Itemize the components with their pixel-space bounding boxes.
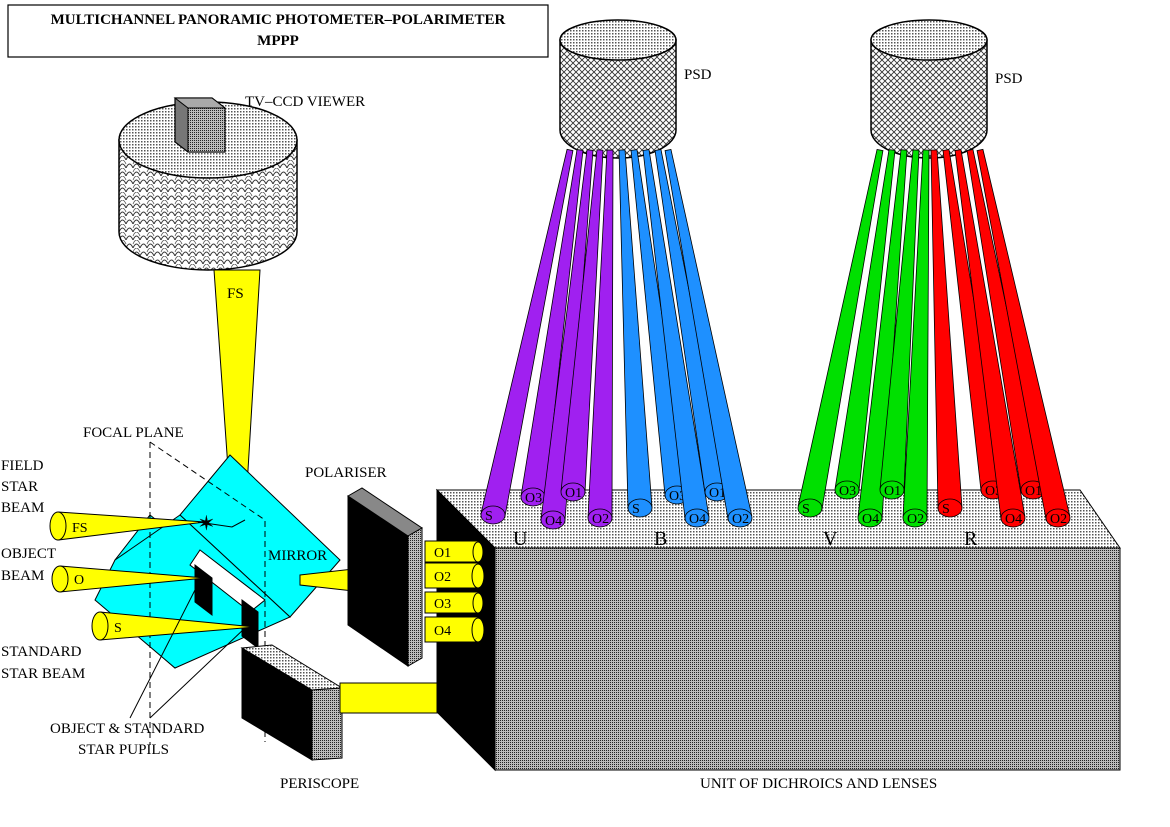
pupils-label-2: STAR PUPILS <box>78 742 169 758</box>
pupils-label-1: OBJECT & STANDARD <box>50 721 205 737</box>
fiber-label-b-2: O4 <box>689 512 706 527</box>
fiber-end-u-2 <box>540 510 566 530</box>
fiber-label-v-0: S <box>802 502 810 517</box>
side-labels: FIELD STAR BEAM OBJECT BEAM STANDARD STA… <box>1 458 246 758</box>
fiber-label-u-1: O3 <box>525 491 542 506</box>
fiber-end-v-2 <box>857 508 883 528</box>
title-line2: MPPP <box>257 33 299 49</box>
fiber-label-u-2: O4 <box>545 514 562 529</box>
band-u-label: U <box>513 528 528 550</box>
psd-left: PSD <box>559 19 712 159</box>
fiber-label-u-0: S <box>485 509 493 524</box>
output-o1-label: O1 <box>434 546 451 561</box>
s-beam-label: S <box>114 621 122 636</box>
fiber-label-r-0: S <box>942 502 950 517</box>
fiber-end-r-4 <box>1045 508 1071 528</box>
fiber-end-v-1 <box>834 480 860 500</box>
polariser: POLARISER <box>305 465 423 667</box>
unit-label: UNIT OF DICHROICS AND LENSES <box>700 776 937 792</box>
fiber-b-0 <box>618 149 653 510</box>
band-r-label: R <box>964 528 978 550</box>
fiber-end-b-0 <box>627 498 653 518</box>
title-line1: MULTICHANNEL PANORAMIC PHOTOMETER–POLARI… <box>51 12 506 28</box>
fiber-end-v-3 <box>879 480 905 500</box>
fiber-end-v-4 <box>902 508 928 528</box>
object-beam-label-1: OBJECT <box>1 546 56 562</box>
standard-star-label-2: STAR BEAM <box>1 666 85 682</box>
object-beam-label-2: BEAM <box>1 568 44 584</box>
polariser-outputs: O1 O2 O3 O4 <box>424 540 485 643</box>
band-b-label: B <box>654 528 667 550</box>
focal-plane-label: FOCAL PLANE <box>83 425 184 441</box>
psd-right-label: PSD <box>995 71 1023 87</box>
fiber-end-u-0 <box>480 505 506 525</box>
polariser-output-o4: O4 <box>424 616 485 643</box>
polariser-label: POLARISER <box>305 465 387 481</box>
fiber-label-b-3: O1 <box>709 486 726 501</box>
psd-left-label: PSD <box>684 67 712 83</box>
fiber-label-r-4: O2 <box>1050 512 1067 527</box>
fiber-label-r-2: O4 <box>1005 512 1022 527</box>
tv-ccd-viewer-label: TV–CCD VIEWER <box>245 94 365 110</box>
tv-ccd-viewer: TV–CCD VIEWER <box>118 94 365 271</box>
psd-right: PSD <box>870 19 1023 159</box>
fiber-end-v-0 <box>797 498 823 518</box>
dichroic-unit: UNIT OF DICHROICS AND LENSES <box>435 488 1121 792</box>
fiber-label-b-4: O2 <box>732 512 749 527</box>
polariser-output-o1: O1 <box>424 540 484 563</box>
periscope-label: PERISCOPE <box>280 776 359 792</box>
star-icon: ✶ <box>198 513 215 535</box>
fiber-end-r-2 <box>1000 508 1026 528</box>
fiber-end-b-2 <box>684 508 710 528</box>
fiber-label-v-2: O4 <box>862 512 879 527</box>
fiber-end-u-4 <box>587 508 613 528</box>
fs-vertical-label: FS <box>227 286 244 302</box>
band-letters: U B V R <box>513 528 978 550</box>
field-star-beam-label-3: BEAM <box>1 500 44 516</box>
fiber-label-b-0: S <box>632 502 640 517</box>
fiber-end-u-3 <box>560 482 586 502</box>
input-beam-fs: FS ✶ <box>49 511 246 541</box>
title-box: MULTICHANNEL PANORAMIC PHOTOMETER–POLARI… <box>7 4 549 58</box>
fs-beam-label: FS <box>72 521 88 536</box>
fiber-end-b-4 <box>727 508 753 528</box>
polariser-output-o2: O2 <box>424 562 485 589</box>
fiber-label-u-3: O1 <box>565 486 582 501</box>
field-star-beam-label-1: FIELD <box>1 458 44 474</box>
focal-plane: FOCAL PLANE <box>83 425 266 745</box>
input-beam-s: S <box>91 611 256 641</box>
fiber-label-v-3: O1 <box>884 484 901 499</box>
fiber-label-u-4: O2 <box>592 512 609 527</box>
fiber-label-v-1: O3 <box>839 484 856 499</box>
output-o3-label: O3 <box>434 597 451 612</box>
periscope: PERISCOPE <box>240 644 359 792</box>
fiber-label-v-4: O2 <box>907 512 924 527</box>
field-star-beam-label-2: STAR <box>1 479 38 495</box>
output-o4-label: O4 <box>434 624 451 639</box>
fiber-end-r-0 <box>937 498 963 518</box>
polariser-output-o3: O3 <box>424 591 484 614</box>
band-v-label: V <box>823 528 838 550</box>
fiber-label-r-3: O1 <box>1025 484 1042 499</box>
mirror-label: MIRROR <box>268 548 327 564</box>
output-o2-label: O2 <box>434 570 451 585</box>
standard-star-label-1: STANDARD <box>1 644 82 660</box>
o-beam-label: O <box>74 573 84 588</box>
input-beam-o: O <box>51 565 206 593</box>
